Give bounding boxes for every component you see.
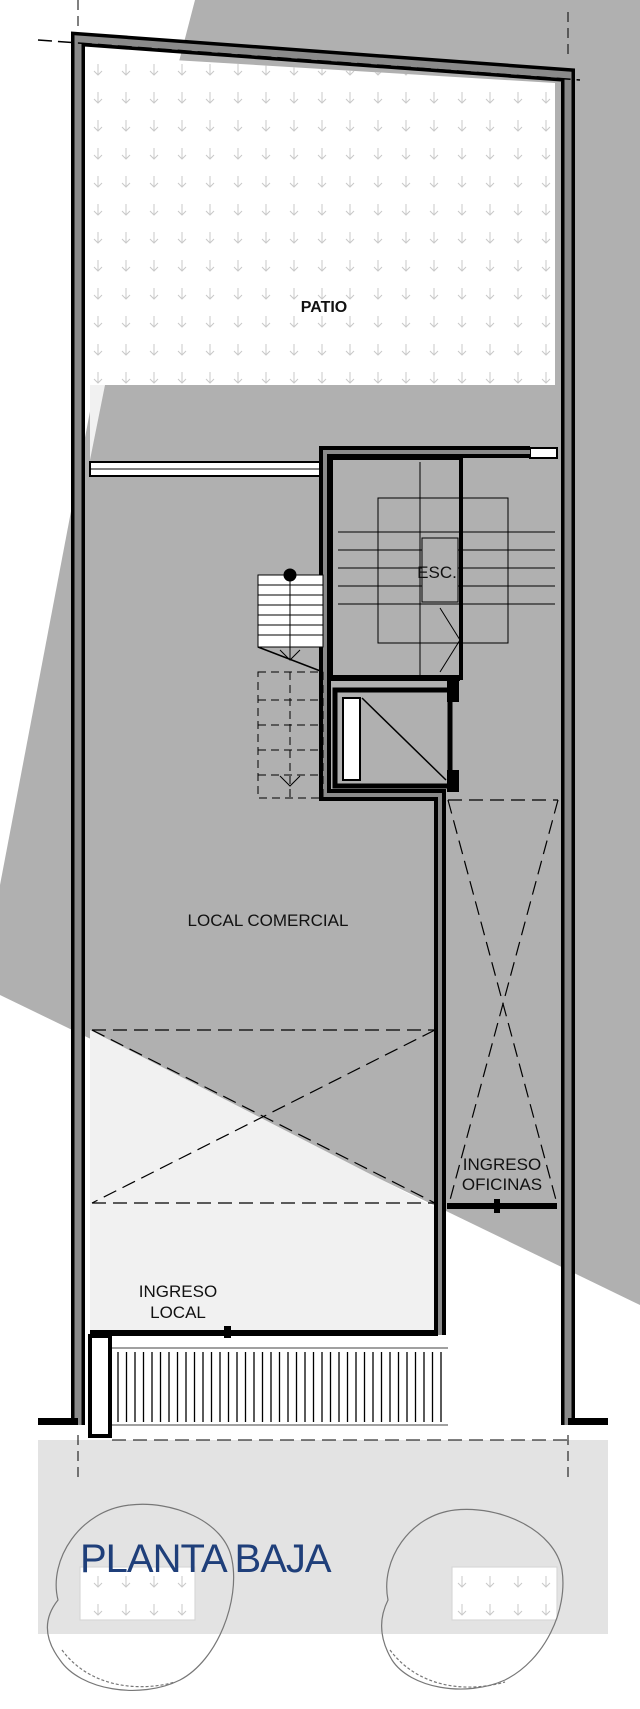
front-wall-stubs: [38, 1418, 608, 1425]
patio-window-wall: [89, 447, 558, 477]
office-void-outline: [447, 799, 559, 1201]
label-ingreso-oficinas-line1: INGRESO: [463, 1155, 541, 1174]
patio-grass-pattern: [90, 55, 555, 385]
light-zone: [90, 1030, 440, 1335]
tree-left: [46, 1503, 235, 1691]
secondary-stair: [257, 568, 324, 799]
label-ingreso-oficinas-line2: OFICINAS: [462, 1175, 542, 1194]
label-local-comercial: LOCAL COMERCIAL: [188, 911, 349, 930]
elevator: [332, 680, 459, 792]
label-patio: PATIO: [301, 299, 348, 316]
entrance-grating: [112, 1338, 448, 1426]
main-stair: [338, 462, 555, 678]
label-stair: ESC.: [417, 563, 457, 582]
property-line-top: [37, 39, 581, 81]
tree-right: [381, 1508, 564, 1690]
office-door: [447, 1199, 557, 1213]
shop-front-wall: [88, 1326, 438, 1438]
label-ingreso-local-line1: INGRESO: [139, 1282, 217, 1301]
light-strip-left: [90, 385, 105, 460]
shop-void-outline: [91, 1029, 436, 1204]
label-ingreso-local-line2: LOCAL: [150, 1303, 206, 1322]
outer-walls: [71, 31, 575, 1425]
sheet-title: PLANTA BAJA: [80, 1537, 332, 1581]
